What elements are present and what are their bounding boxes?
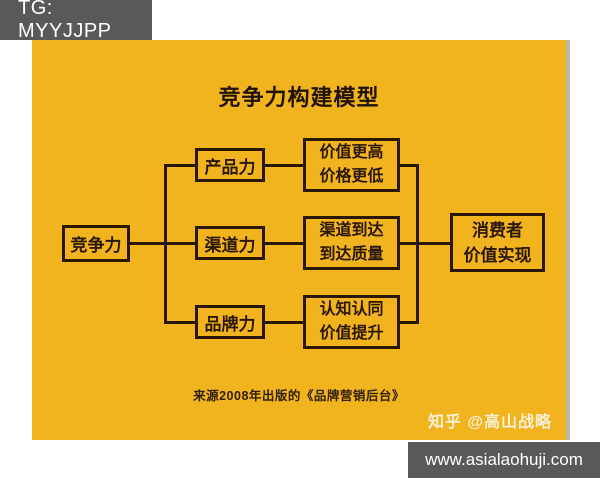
diagram-canvas: 竞争力构建模型 竞争力 产品力 渠道力 品牌力 价值更高 价格更低 xyxy=(32,40,570,440)
line-right-trunk-to-result xyxy=(416,242,450,245)
zhihu-watermark: 知乎 @高山战略 xyxy=(427,414,552,431)
node-label: 竞争力 xyxy=(70,236,122,255)
node-outcome-product: 价值更高 价格更低 xyxy=(303,138,400,192)
line-product-to-outcome xyxy=(265,164,305,167)
outcome-line: 渠道到达 xyxy=(319,222,384,239)
node-label-line: 消费者 xyxy=(472,220,523,240)
tg-banner-text: TG: MYYJJPP xyxy=(18,0,112,42)
tg-banner: TG: MYYJJPP xyxy=(0,0,152,42)
node-branch-channel: 渠道力 xyxy=(195,226,265,260)
line-root-to-left-trunk xyxy=(130,242,166,245)
line-outcome1-to-right-trunk xyxy=(400,164,419,167)
outcome-line: 价值提升 xyxy=(319,325,384,342)
diagram-title: 竞争力构建模型 xyxy=(218,85,380,110)
node-label: 品牌力 xyxy=(204,314,256,334)
node-label: 渠道力 xyxy=(204,235,256,255)
node-label-line: 价值实现 xyxy=(463,245,532,265)
line-brand-to-outcome xyxy=(265,321,305,324)
node-branch-brand: 品牌力 xyxy=(195,305,265,339)
line-outcome2-to-right-trunk xyxy=(400,242,419,245)
line-channel-to-outcome xyxy=(265,242,305,245)
node-competitiveness: 竞争力 xyxy=(62,225,130,262)
line-trunk-to-channel xyxy=(164,242,195,245)
line-outcome3-to-right-trunk xyxy=(400,321,419,324)
line-trunk-to-product xyxy=(164,164,195,167)
node-outcome-channel: 渠道到达 到达质量 xyxy=(303,216,400,270)
node-label: 产品力 xyxy=(204,157,256,177)
outcome-line: 到达质量 xyxy=(319,246,384,263)
line-trunk-to-brand xyxy=(164,321,195,324)
source-caption: 来源2008年出版的《品牌营销后台》 xyxy=(193,389,405,403)
node-consumer-value: 消费者 价值实现 xyxy=(450,213,545,272)
site-url-text: www.asialaohuji.com xyxy=(425,450,583,469)
outcome-line: 价格更低 xyxy=(319,168,384,185)
node-outcome-brand: 认知认同 价值提升 xyxy=(303,295,400,349)
outcome-line: 认知认同 xyxy=(319,301,384,318)
site-banner: www.asialaohuji.com xyxy=(408,442,600,478)
node-branch-product: 产品力 xyxy=(195,148,265,182)
outcome-line: 价值更高 xyxy=(319,144,384,161)
